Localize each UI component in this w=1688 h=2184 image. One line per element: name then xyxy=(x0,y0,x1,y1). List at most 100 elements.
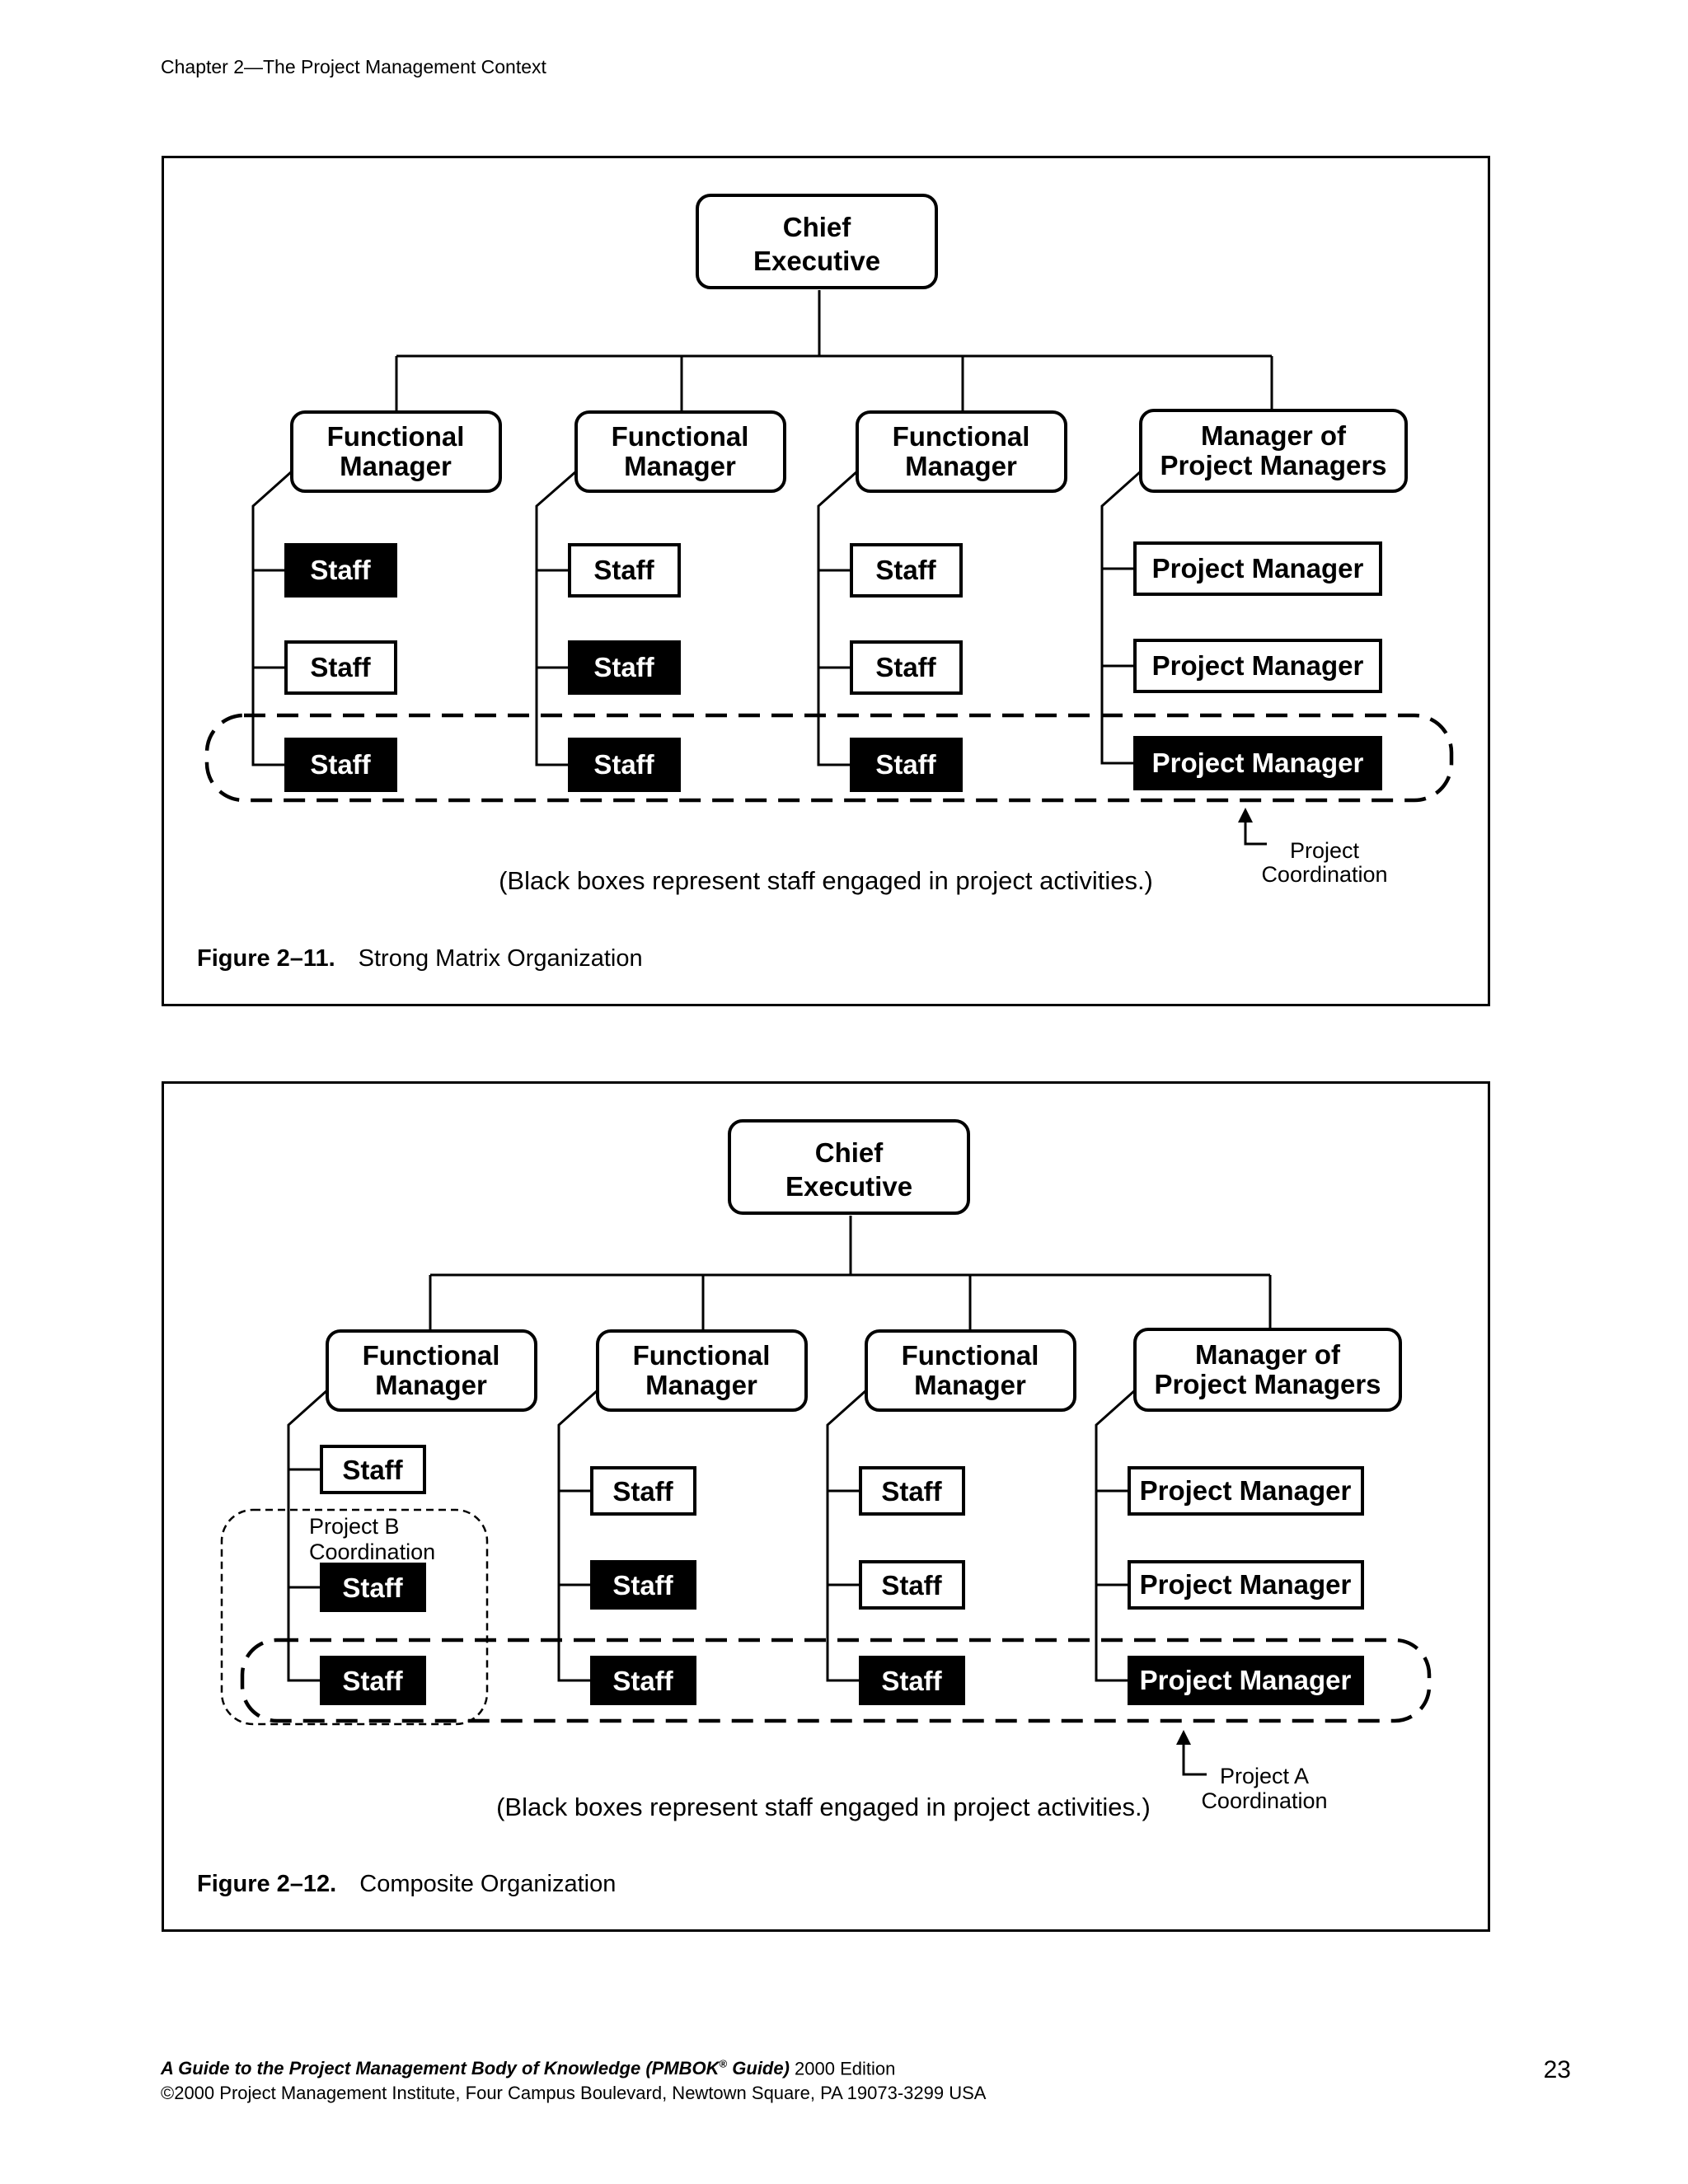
chief-executive-label-1: Chief xyxy=(815,1137,884,1168)
manager-3-label-1: Functional xyxy=(893,421,1030,452)
staff-label: Staff xyxy=(881,1570,942,1601)
project-b-label-1: Project B xyxy=(309,1514,400,1539)
footer-book-title: A Guide to the Project Management Body o… xyxy=(161,2058,720,2079)
composite-org-diagram: Chief Executive Functional Manager Funct… xyxy=(220,1119,1432,1821)
chief-executive-label-2: Executive xyxy=(785,1171,912,1202)
staff-box xyxy=(859,1466,965,1516)
staff-box-filled xyxy=(320,1656,426,1705)
staff-box-filled xyxy=(568,738,681,792)
staff-box-filled xyxy=(568,640,681,695)
footer-line-1: A Guide to the Project Management Body o… xyxy=(161,2052,986,2081)
staff-label: Staff xyxy=(310,555,371,585)
project-manager-box xyxy=(1128,1560,1364,1610)
project-a-coordination-loop xyxy=(240,1638,1432,1723)
figure-title: Composite Organization xyxy=(359,1871,617,1897)
project-manager-label: Project Manager xyxy=(1152,748,1364,778)
manager-4-label-1: Manager of xyxy=(1195,1339,1341,1370)
figure-2-12: Chief Executive Functional Manager Funct… xyxy=(162,1081,1490,1932)
connector-lines xyxy=(287,1216,1272,1682)
coord-label-2: Coordination xyxy=(1261,862,1387,887)
staff-box-filled xyxy=(320,1563,426,1612)
manager-4-label-1: Manager of xyxy=(1201,420,1347,451)
staff-label: Staff xyxy=(612,1570,673,1601)
black-boxes-note: (Black boxes represent staff engaged in … xyxy=(496,1793,1151,1821)
project-a-label-2: Coordination xyxy=(1201,1788,1327,1813)
black-boxes-note: (Black boxes represent staff engaged in … xyxy=(499,866,1153,895)
figure-number: Figure 2–11. xyxy=(197,945,335,972)
project-manager-box xyxy=(1133,639,1382,693)
staff-box xyxy=(859,1560,965,1610)
figure-caption: Figure 2–11.Strong Matrix Organization xyxy=(197,945,643,972)
manager-4-label-2: Project Managers xyxy=(1160,450,1386,480)
manager-1-label-2: Manager xyxy=(340,451,452,481)
figure-2-11: Chief Executive Functional Manager Funct… xyxy=(162,156,1490,1006)
staff-label: Staff xyxy=(593,749,654,780)
registered-mark: ® xyxy=(719,2058,728,2070)
project-b-coordination-loop xyxy=(220,1508,489,1726)
staff-label: Staff xyxy=(875,555,936,585)
functional-manager-1-box xyxy=(326,1329,537,1412)
functional-manager-3-box xyxy=(856,410,1067,493)
page-number: 23 xyxy=(1543,2056,1571,2083)
staff-label: Staff xyxy=(881,1666,942,1696)
project-manager-label: Project Manager xyxy=(1140,1475,1352,1506)
functional-manager-2-box xyxy=(574,410,786,493)
staff-label: Staff xyxy=(310,749,371,780)
staff-box xyxy=(850,640,963,695)
figure-number: Figure 2–12. xyxy=(197,1871,337,1897)
project-coordination-loop xyxy=(204,713,1454,803)
chief-executive-box xyxy=(696,194,938,289)
coord-label-1: Project xyxy=(1290,838,1360,863)
staff-label: Staff xyxy=(342,1572,403,1603)
manager-of-pms-box xyxy=(1133,1328,1402,1412)
project-manager-label: Project Manager xyxy=(1152,650,1364,681)
staff-label: Staff xyxy=(875,652,936,682)
staff-box xyxy=(284,640,397,695)
manager-1-label-1: Functional xyxy=(363,1340,500,1371)
staff-box-filled xyxy=(590,1656,696,1705)
staff-box-filled xyxy=(850,738,963,792)
manager-1-label-1: Functional xyxy=(327,421,465,452)
running-header: Chapter 2—The Project Management Context xyxy=(161,56,546,77)
staff-box-filled xyxy=(590,1560,696,1610)
manager-of-pms-box xyxy=(1139,409,1408,493)
functional-manager-3-box xyxy=(865,1329,1076,1412)
staff-label: Staff xyxy=(342,1666,403,1696)
staff-box xyxy=(850,543,963,598)
project-manager-label: Project Manager xyxy=(1140,1569,1352,1600)
figure-caption: Figure 2–12. Composite Organization xyxy=(197,1871,616,1898)
staff-box xyxy=(590,1466,696,1516)
staff-label: Staff xyxy=(612,1666,673,1696)
functional-manager-1-box xyxy=(290,410,502,493)
staff-label: Staff xyxy=(310,652,371,682)
staff-label: Staff xyxy=(881,1476,942,1507)
manager-4-label-2: Project Managers xyxy=(1154,1369,1381,1399)
manager-2-label-2: Manager xyxy=(645,1370,757,1400)
page-footer: A Guide to the Project Management Body o… xyxy=(161,2052,986,2106)
manager-1-label-2: Manager xyxy=(375,1370,487,1400)
staff-box-filled xyxy=(284,738,397,792)
project-manager-label: Project Manager xyxy=(1152,553,1364,583)
manager-3-label-1: Functional xyxy=(902,1340,1039,1371)
project-manager-box-filled xyxy=(1128,1656,1364,1705)
project-manager-box xyxy=(1133,541,1382,596)
staff-label: Staff xyxy=(593,555,654,585)
chief-executive-label-2: Executive xyxy=(753,246,880,276)
manager-3-label-2: Manager xyxy=(914,1370,1026,1400)
chief-executive-label-1: Chief xyxy=(783,212,852,242)
staff-label: Staff xyxy=(593,652,654,682)
project-manager-box-filled xyxy=(1133,736,1382,790)
chief-executive-box xyxy=(728,1119,970,1215)
manager-2-label-1: Functional xyxy=(633,1340,771,1371)
connector-lines xyxy=(251,290,1273,766)
footer-edition: 2000 Edition xyxy=(789,2058,896,2079)
staff-box-filled xyxy=(284,543,397,598)
project-a-arrow xyxy=(1176,1730,1207,1776)
staff-box-filled xyxy=(859,1656,965,1705)
staff-label: Staff xyxy=(342,1455,403,1485)
coordination-arrow xyxy=(1238,808,1267,846)
staff-box xyxy=(320,1445,426,1494)
manager-2-label-1: Functional xyxy=(612,421,749,452)
project-manager-label: Project Manager xyxy=(1140,1665,1352,1695)
functional-manager-2-box xyxy=(596,1329,808,1412)
